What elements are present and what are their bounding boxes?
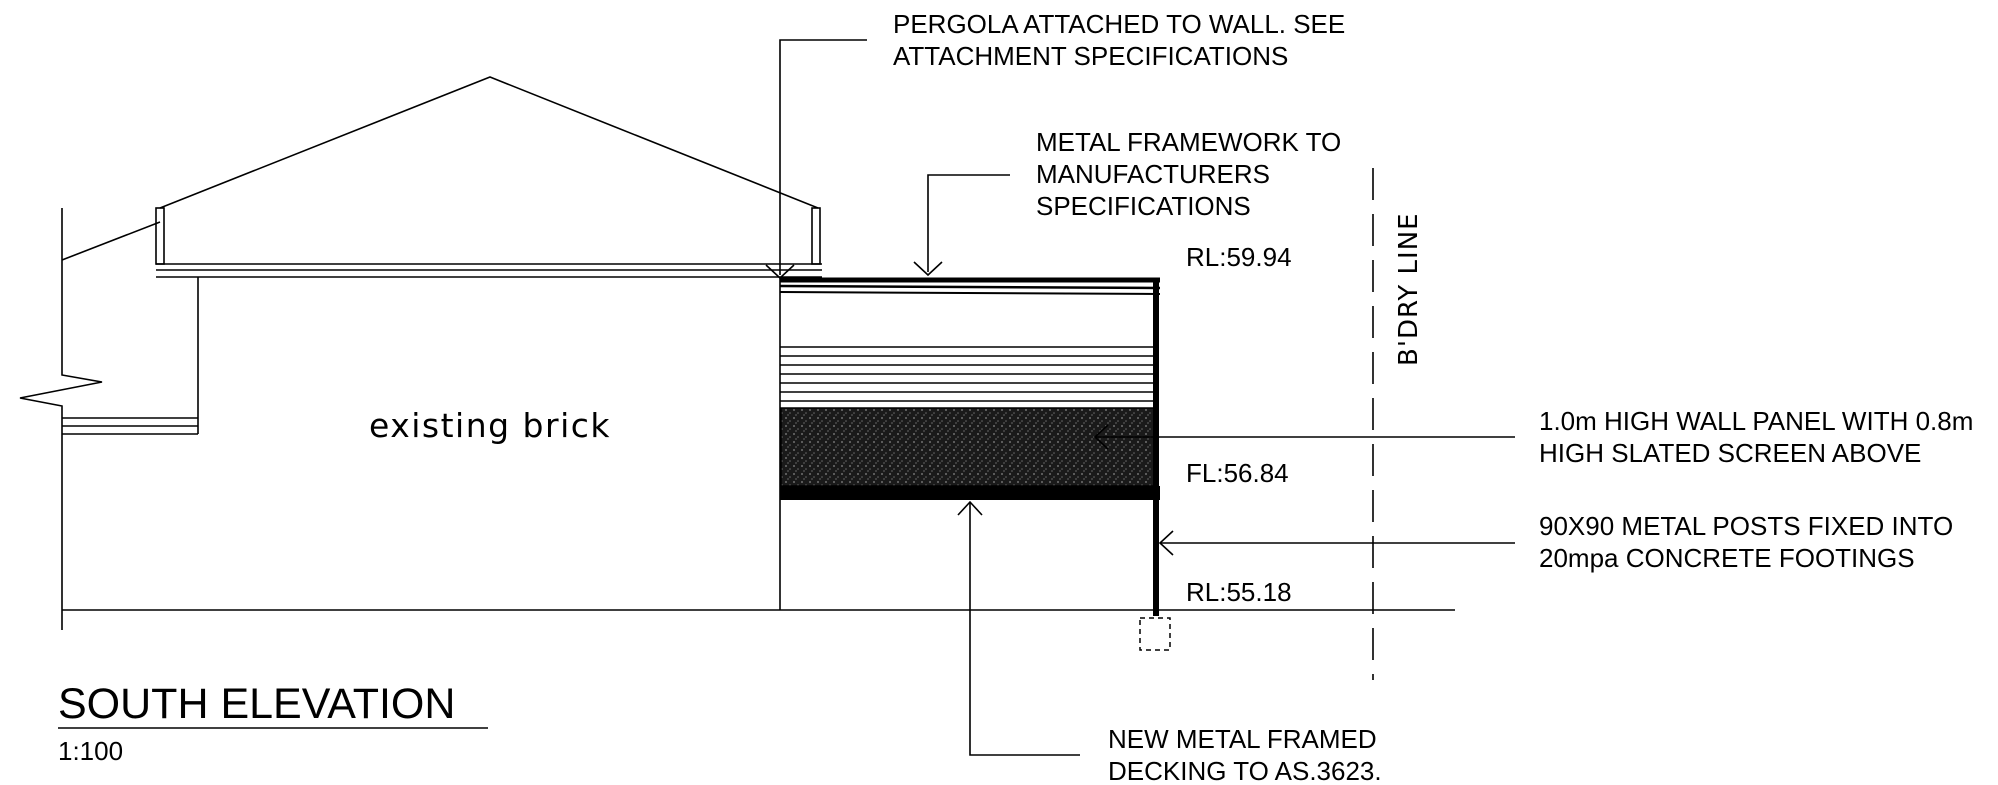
existing-house: existing brick [19, 76, 822, 630]
svg-text:MANUFACTURERS: MANUFACTURERS [1036, 159, 1270, 189]
left-eave-line [61, 221, 161, 261]
room-label: existing brick [369, 406, 611, 445]
svg-text:METAL FRAMEWORK TO: METAL FRAMEWORK TO [1036, 127, 1341, 157]
svg-text:PERGOLA ATTACHED TO WALL. SEE: PERGOLA ATTACHED TO WALL. SEE [893, 9, 1345, 39]
footing [1139, 617, 1171, 651]
deck-frame [780, 486, 1160, 500]
drawing-scale: 1:100 [58, 736, 123, 766]
level-floor: FL:56.84 [1186, 458, 1289, 488]
drawing-title: SOUTH ELEVATION [58, 680, 455, 728]
svg-text:HIGH SLATED SCREEN ABOVE: HIGH SLATED SCREEN ABOVE [1539, 438, 1921, 468]
leader-lines [765, 39, 1515, 756]
svg-text:20mpa CONCRETE FOOTINGS: 20mpa CONCRETE FOOTINGS [1539, 543, 1915, 573]
note-decking: NEW METAL FRAMED DECKING TO AS.3623. [1108, 724, 1382, 785]
svg-text:DECKING TO AS.3623.: DECKING TO AS.3623. [1108, 756, 1382, 785]
slatted-screen [780, 346, 1156, 402]
note-posts: 90X90 METAL POSTS FIXED INTO 20mpa CONCR… [1539, 511, 1953, 573]
svg-text:SPECIFICATIONS: SPECIFICATIONS [1036, 191, 1251, 221]
note-pergola: PERGOLA ATTACHED TO WALL. SEE ATTACHMENT… [893, 9, 1345, 71]
svg-text:ATTACHMENT SPECIFICATIONS: ATTACHMENT SPECIFICATIONS [893, 41, 1288, 71]
boundary-label: B'DRY LINE [1394, 212, 1424, 366]
right-fascia [811, 207, 821, 265]
break-line [19, 208, 103, 630]
svg-text:NEW METAL FRAMED: NEW METAL FRAMED [1108, 724, 1377, 754]
note-framework: METAL FRAMEWORK TO MANUFACTURERS SPECIFI… [1036, 127, 1341, 221]
level-ground: RL:55.18 [1186, 577, 1292, 607]
svg-text:90X90 METAL POSTS FIXED INTO: 90X90 METAL POSTS FIXED INTO [1539, 511, 1953, 541]
pergola-structure [779, 277, 1171, 651]
wall-panel [780, 407, 1157, 487]
left-fascia [155, 207, 165, 265]
level-top: RL:59.94 [1186, 242, 1292, 272]
svg-text:1.0m HIGH WALL PANEL WITH 0.8m: 1.0m HIGH WALL PANEL WITH 0.8m [1539, 406, 1973, 436]
roof-outline [159, 76, 819, 209]
note-wall-panel: 1.0m HIGH WALL PANEL WITH 0.8m HIGH SLAT… [1539, 406, 1973, 468]
